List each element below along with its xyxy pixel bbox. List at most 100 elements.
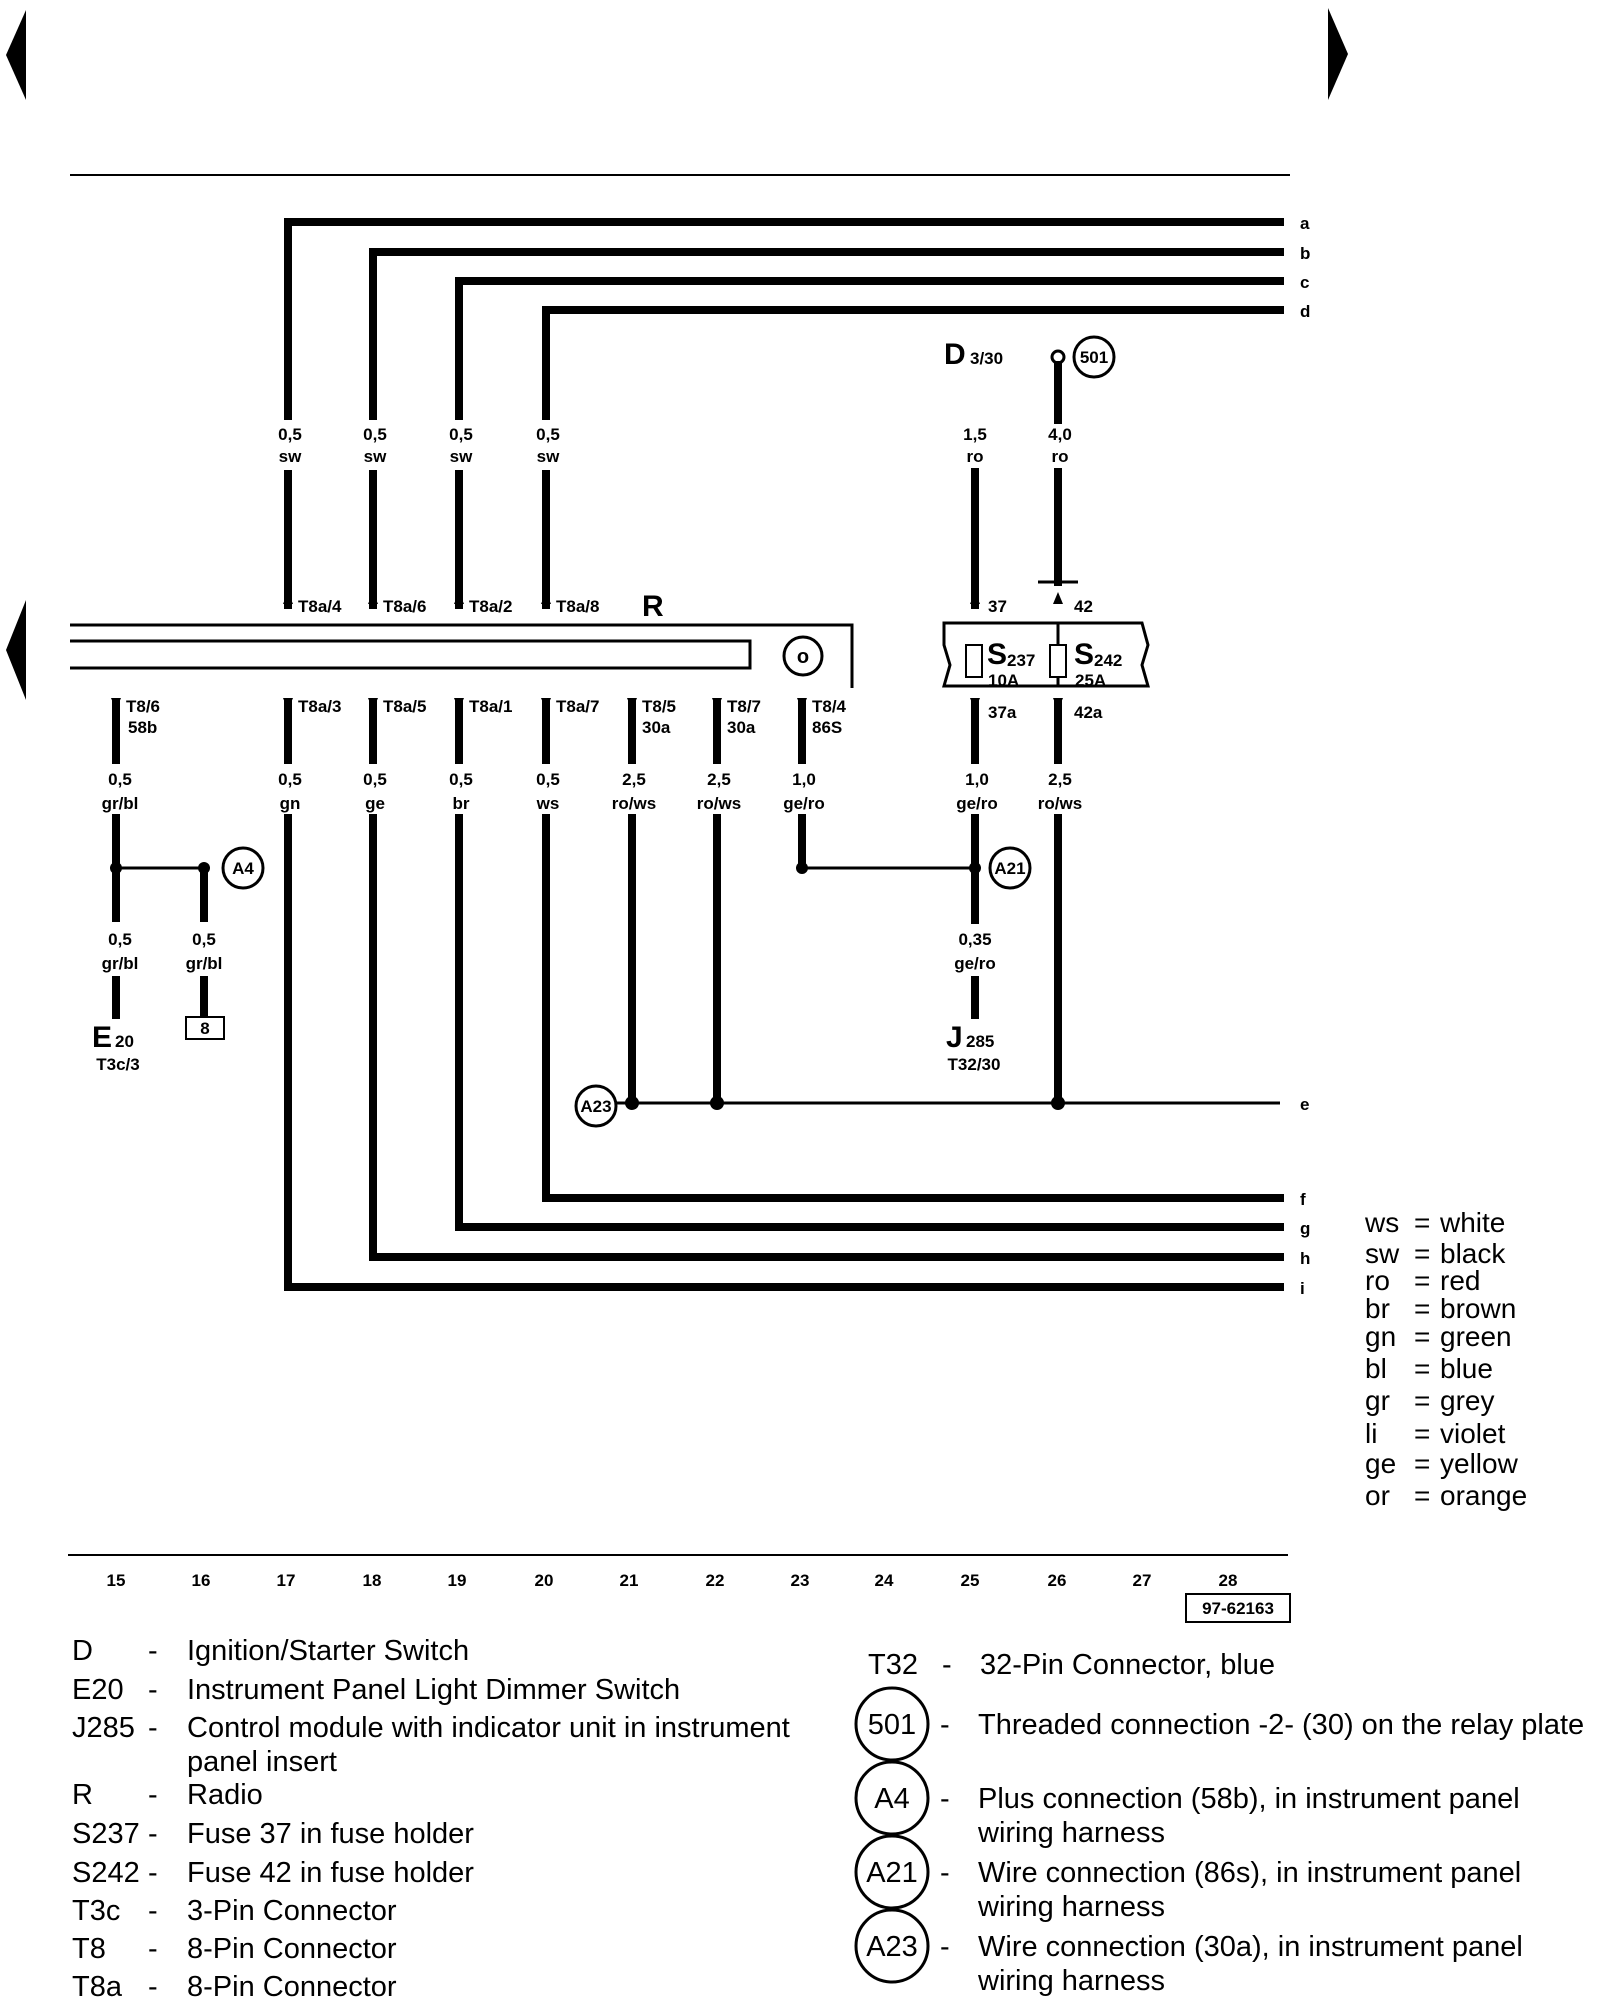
wire-end-f: f (1300, 1190, 1306, 1209)
wire-end-b: b (1300, 244, 1310, 263)
color-code: ws (1364, 1207, 1399, 1238)
continuation-left-arrow-icon[interactable] (6, 600, 26, 700)
svg-text:=: = (1414, 1448, 1430, 1479)
connector-501 (1072, 335, 1116, 379)
wire-color: br (453, 794, 470, 813)
radio-component: R o (70, 590, 854, 688)
grid-number: 26 (1048, 1571, 1067, 1590)
e20-pin: T3c/3 (96, 1055, 139, 1074)
svg-text:-: - (148, 1674, 158, 1706)
wire-color: ro/ws (1038, 794, 1082, 813)
svg-text:-: - (148, 1779, 158, 1811)
component-legend-left: D - Ignition/Starter Switch E20 - Instru… (72, 1635, 790, 2000)
next-page-arrow-icon[interactable] (1328, 8, 1348, 100)
wire-color: ro (1052, 447, 1069, 466)
grid-number: 28 (1219, 1571, 1238, 1590)
legend-code: T3c (72, 1895, 120, 1927)
svg-text:=: = (1414, 1321, 1430, 1352)
grid-number: 24 (875, 1571, 894, 1590)
pin-label: T8a/2 (469, 597, 512, 616)
wire-end-c: c (1300, 273, 1309, 292)
upper-wire-bus (284, 218, 1284, 609)
wire-color: sw (450, 447, 473, 466)
ignition-switch-sub: 3/30 (970, 349, 1003, 368)
wire-end-a: a (1300, 214, 1310, 233)
fuse-holder: S 237 10A S 242 25A (942, 621, 1150, 690)
svg-text:-: - (148, 1712, 158, 1744)
wire-color: sw (364, 447, 387, 466)
color-code: gn (1365, 1321, 1396, 1352)
legend-desc: Fuse 42 in fuse holder (187, 1857, 474, 1889)
connector-501-label: 501 (1080, 348, 1108, 367)
wire-size: 0,5 (363, 425, 387, 444)
svg-text:-: - (942, 1649, 952, 1681)
legend-code: S242 (72, 1857, 140, 1889)
pin-sub-label: 86S (812, 718, 842, 737)
color-name: yellow (1440, 1448, 1519, 1479)
legend-desc: 8-Pin Connector (187, 1933, 397, 1965)
j285-pin: T32/30 (948, 1055, 1001, 1074)
legend-code: T8 (72, 1933, 106, 1965)
grid-number: 23 (791, 1571, 810, 1590)
legend-desc: Control module with indicator unit in in… (187, 1712, 790, 1744)
wire-size: 0,5 (363, 770, 387, 789)
reference-code-box (1185, 1593, 1291, 1623)
pin-label: T8/5 (642, 697, 676, 716)
wire-end-labels-bottom: e f g h i (1300, 1095, 1310, 1298)
power-feeds: D 3/30 501 1,5 ro 4,0 ro 37 42 (944, 335, 1116, 616)
upper-pin-labels: T8a/4 T8a/6 T8a/2 T8a/8 (283, 592, 599, 616)
pin-label: T8a/1 (469, 697, 512, 716)
legend-code: S237 (72, 1818, 140, 1850)
color-name: green (1440, 1321, 1512, 1352)
color-name: red (1440, 1265, 1480, 1296)
reference-code: 97-62163 (1202, 1599, 1274, 1618)
legend-code: R (72, 1779, 93, 1811)
grid-numbers: 15 16 17 18 19 20 21 22 23 24 25 26 27 2… (107, 1571, 1238, 1590)
color-name: brown (1440, 1293, 1516, 1324)
wire-size: 4,0 (1048, 425, 1072, 444)
grid-number: 22 (706, 1571, 725, 1590)
fuse1-rating: 10A (988, 671, 1019, 690)
pin-label: T8/7 (727, 697, 761, 716)
legend-code: E20 (72, 1674, 124, 1706)
wire-size: 2,5 (622, 770, 646, 789)
lower-wire-labels: 0,5 gr/bl 0,5 gn 0,5 ge 0,5 br 0,5 ws 2,… (102, 770, 825, 813)
legend-desc: 3-Pin Connector (187, 1895, 397, 1927)
ignition-switch-label: D (944, 338, 966, 371)
connector-a23-label: A23 (580, 1097, 611, 1116)
legend-desc: wiring harness (977, 1817, 1165, 1849)
lower-wire-bus (284, 814, 1284, 1291)
legend-desc: Wire connection (86s), in instrument pan… (978, 1857, 1521, 1889)
fuse-outputs: 37a 42a 1,0 ge/ro 2,5 ro/ws A21 0,35 ge/… (796, 698, 1103, 1074)
pin-sub-label: 58b (128, 718, 157, 737)
wire-size: 0,5 (536, 770, 560, 789)
lower-pin-arrows (111, 698, 807, 710)
legend-code: A23 (866, 1931, 918, 1963)
legend-code: A21 (866, 1857, 918, 1889)
wire-end-d: d (1300, 302, 1310, 321)
grid-number: 25 (961, 1571, 980, 1590)
e20-label: E (92, 1021, 112, 1054)
grid-number: 21 (620, 1571, 639, 1590)
color-code: or (1365, 1480, 1390, 1511)
wire-color: gn (280, 794, 301, 813)
pin-sub-label: 30a (727, 718, 756, 737)
legend-desc: Ignition/Starter Switch (187, 1635, 469, 1667)
fuse1-name: S (987, 638, 1007, 671)
svg-text:=: = (1414, 1418, 1430, 1449)
wire-size: 0,5 (192, 930, 216, 949)
j285-sub: 285 (966, 1032, 994, 1051)
pin-label: T8a/4 (298, 597, 342, 616)
svg-text:-: - (148, 1635, 158, 1667)
previous-page-arrow-icon[interactable] (6, 10, 26, 100)
wire-size: 0,5 (536, 425, 560, 444)
lower-wire-stubs (112, 698, 806, 764)
svg-text:=: = (1414, 1238, 1430, 1269)
svg-text:-: - (940, 1709, 950, 1741)
wire-color: sw (279, 447, 302, 466)
svg-text:=: = (1414, 1207, 1430, 1238)
upper-wire-labels: 0,5 sw 0,5 sw 0,5 sw 0,5 sw (278, 425, 560, 466)
color-name: violet (1440, 1418, 1506, 1449)
fuse1-out-pin: 37a (988, 703, 1017, 722)
